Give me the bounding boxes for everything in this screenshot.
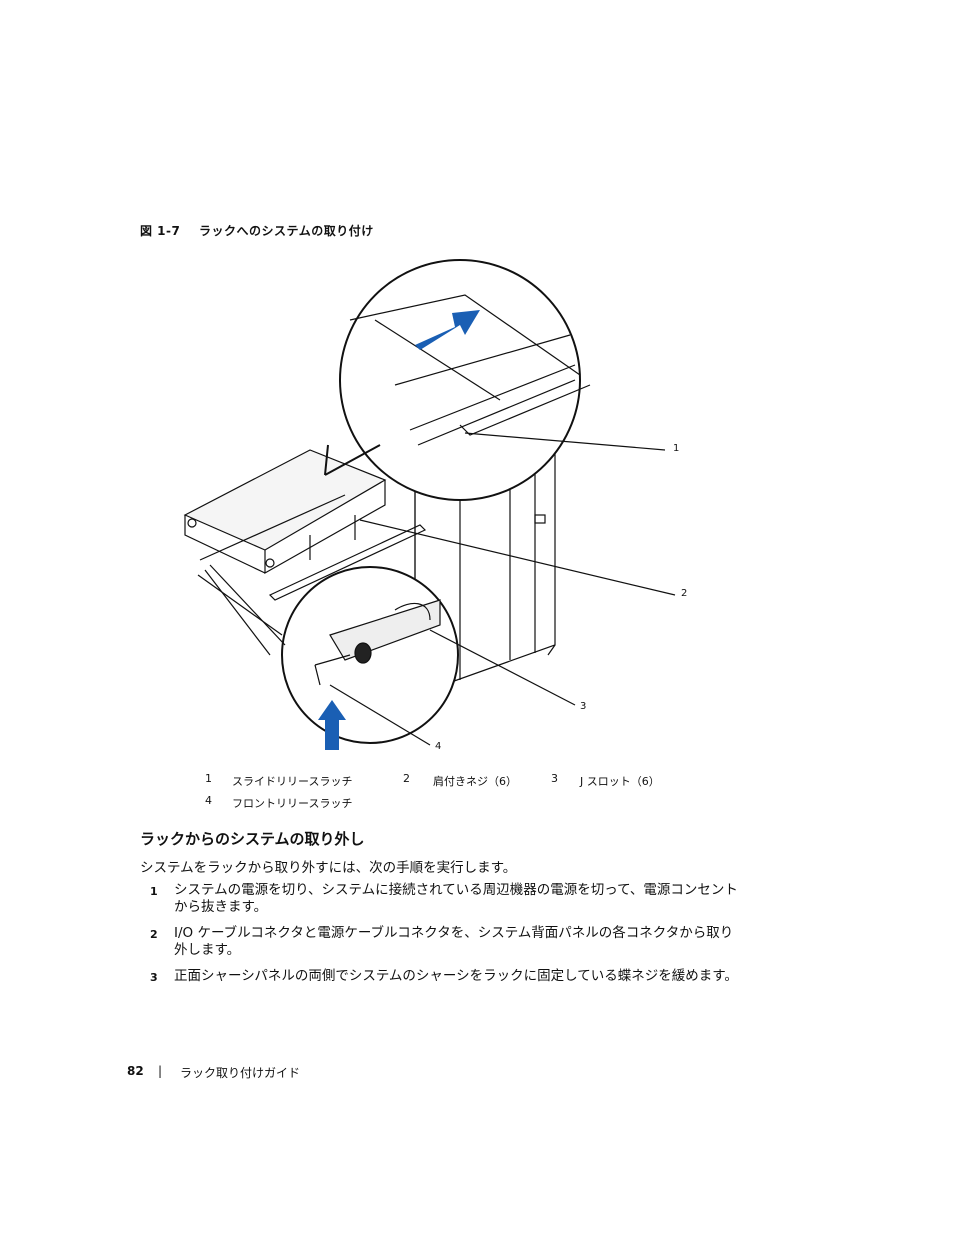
server-chassis [183, 449, 387, 575]
callout-4: 4 [435, 741, 442, 752]
callout-leaders [329, 432, 676, 746]
step-number: 2 [150, 928, 158, 941]
step-text-line: 外します。 [174, 942, 241, 958]
figure-number: 図 1-7 [140, 224, 181, 238]
legend-text-4: フロントリリースラッチ [232, 797, 353, 810]
figure-title: ラックへのシステムの取り付け [199, 224, 374, 238]
arrow-up-right-icon [415, 310, 480, 350]
intro-text: システムをラックから取り外すには、次の手順を実行します。 [140, 860, 517, 876]
callout-3: 3 [580, 701, 587, 712]
section-title: ラックからのシステムの取り外し [140, 830, 365, 848]
legend-text-3: J スロット（6） [580, 775, 660, 788]
legend-num-2: 2 [403, 772, 410, 785]
footer-title: ラック取り付けガイド [180, 1066, 301, 1080]
step-number: 1 [150, 885, 158, 898]
legend-num-4: 4 [205, 794, 212, 807]
rack-installation-illustration [183, 259, 676, 750]
figure-caption: 図 1-7 ラックへのシステムの取り付け [140, 222, 374, 239]
callout-2: 2 [681, 588, 688, 599]
step-text-line: 正面シャーシパネルの両側でシステムのシャーシをラックに固定している蝶ネジを緩めま… [174, 968, 738, 984]
magnifier-top [324, 259, 591, 501]
slide-rails [199, 494, 427, 601]
footer-separator: | [158, 1064, 163, 1078]
magnifier-bottom [197, 564, 459, 744]
step-text-line: から抜きます。 [174, 899, 268, 915]
arrow-up-icon [318, 700, 346, 750]
step-text-line: I/O ケーブルコネクタと電源ケーブルコネクタを、システム背面パネルの各コネクタ… [174, 925, 734, 941]
legend-text-2: 肩付きネジ（6） [433, 775, 517, 788]
step-number: 3 [150, 971, 158, 984]
legend-text-1: スライドリリースラッチ [232, 775, 353, 788]
page-number: 82 [127, 1064, 144, 1078]
step-text-line: システムの電源を切り、システムに接続されている周辺機器の電源を切って、電源コンセ… [174, 882, 738, 898]
legend-num-1: 1 [205, 772, 212, 785]
legend-num-3: 3 [551, 772, 558, 785]
callout-1: 1 [673, 443, 680, 454]
